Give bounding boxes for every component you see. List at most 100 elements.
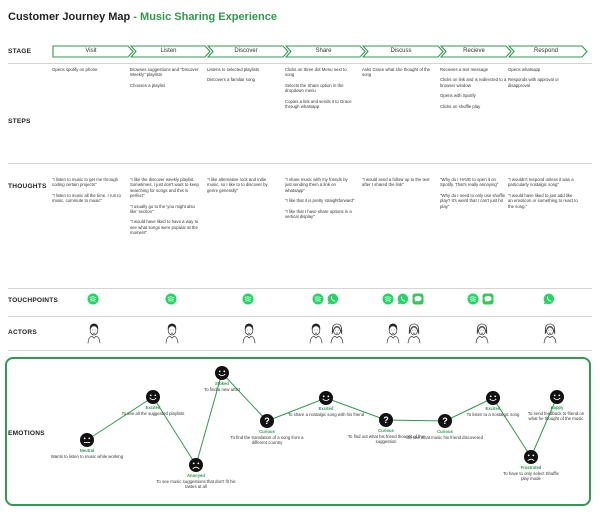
touchpoint-cell [165,293,180,305]
steps-cell: Opens spotify on phone [52,67,122,77]
emotion-description: To find out what his friend thought of t… [347,434,425,445]
thoughts-text: "I like that it is pretty straightforwar… [285,198,355,204]
stage-arrow [207,45,289,58]
touchpoint-cell [312,293,342,305]
emotion-label: Stoked [215,381,229,386]
male-avatar [165,323,178,344]
stage-recieve: Recieve [440,45,512,58]
emotion-label: Curious [259,429,275,434]
emotion-description: To send feedback to friend on what he th… [527,411,585,422]
emotion-description: To have to only select Shuffle play mode [503,471,559,482]
stage-share: Share [285,45,366,58]
thoughts-cell: "I listen to music to get me through cod… [52,177,122,209]
stage-label: Discuss [390,48,412,54]
stage-discover: Discover [207,45,289,58]
actor-cell [241,322,262,344]
actor-cell [308,322,350,344]
actor-cell [385,322,427,344]
steps-text: Selects the Share option in the dropdown… [285,82,344,94]
touchpoint-cell [382,293,427,305]
thoughts-text: "Why do I need to only use shuffle play?… [440,192,505,209]
stage-label: Discover [234,48,258,54]
thoughts-text: "I usually go to the 'you might also lik… [130,203,195,215]
thoughts-cell: "I like the discover weekly playlist. So… [130,177,200,241]
steps-text: Asks Grace what she thought of the song [362,67,431,78]
row-label-touchpoints: TOUCHPOINTS [8,297,59,304]
row-label-steps: STEPS [8,118,31,125]
spotify-icon [467,293,479,305]
spotify-icon [382,293,393,305]
male-avatar [87,323,100,344]
thoughts-text: "I listen to music to get me through cod… [52,177,119,188]
emotion-label: Frustrated [520,465,542,470]
male-avatar [242,323,255,344]
thoughts-text: "I listen to music all the time. I run t… [52,192,121,204]
steps-cell: Asks Grace what she thought of the song [362,67,432,83]
emotion-label: Annoyed [187,473,205,478]
thoughts-text: "I share music with my friends by just s… [285,177,348,193]
emotion-description: To find a new artist [204,387,240,392]
row-label-thoughts: THOUGHTS [8,183,47,190]
emotion-description: Wants to listen to music while working [50,454,124,459]
title-accent: Music Sharing Experience [140,11,277,23]
emotion-description: To see all the suggested playlists [121,411,185,416]
whatsapp-icon [397,293,408,305]
row-label-actors: ACTORS [8,329,37,336]
steps-text: Discovers a familiar song [207,77,255,83]
thoughts-text: "I wouldn't respond unless it was a part… [508,177,574,188]
steps-text: Opens whatsapp [508,67,541,72]
thoughts-text: "I like the discover weekly playlist. So… [130,177,199,199]
row-label-emotions: EMOTIONS [8,430,45,437]
page-title: Customer Journey Map - Music Sharing Exp… [8,11,277,23]
divider [8,350,592,351]
female-avatar [475,323,488,344]
actor-cell [474,322,495,344]
male-avatar [309,323,323,344]
thoughts-text: "I would have liked to just add like an … [508,192,578,209]
emotion-description: To find the translation of a song from a… [230,435,304,446]
thoughts-text: "Why do I HAVE to open it on Spotify. Th… [440,177,499,188]
stage-arrow [52,45,134,58]
thoughts-cell: "I share music with my friends by just s… [285,177,355,224]
stage-respond: Respond [508,45,588,58]
stage-listen: Listen [130,45,211,58]
imessage-icon [482,293,494,305]
thoughts-cell: "I wouldn't respond unless it was a part… [508,177,578,214]
stage-label: Respond [533,48,559,54]
divider [8,163,592,164]
emotion-label: Curious [378,428,394,433]
actor-cell [164,322,185,344]
thoughts-cell: "I like alternative rock and indie music… [207,177,277,198]
spotify-icon [312,293,324,305]
stage-label: Visit [85,48,97,54]
touchpoint-cell [87,293,102,305]
whatsapp-icon [327,293,339,305]
stage-arrow [362,45,444,58]
female-avatar [330,323,344,344]
spotify-icon [242,293,253,305]
steps-text: Listens to selected playlists [207,67,260,72]
stage-discuss: Discuss [362,45,444,58]
thoughts-text: "I would send a follow up to the text af… [362,177,430,188]
stage-arrow [130,45,211,58]
stage-visit: Visit [52,45,134,58]
stage-label: Share [315,48,332,54]
thoughts-text: "I like that I have share options in a v… [285,208,352,220]
steps-text: Clicks on three dot Menu next to song [285,67,347,78]
steps-text: Chooses a playlist [130,82,165,88]
emotion-description: To listen to a nostalgic song [466,412,520,417]
emotion-label: Happy [550,405,564,410]
emotion-description: To see what music his friend discovered [407,435,483,440]
female-avatar [543,323,556,344]
thoughts-text: "I would have liked to have a way to see… [130,219,199,236]
divider [8,288,592,289]
steps-text: Responds with approval or disapproval [508,77,559,88]
male-avatar [386,323,400,344]
steps-text: Copies a link and sends it to Grace thro… [285,98,352,110]
row-label-stage: STAGE [8,48,32,55]
emotion-label: Excited [485,406,501,411]
female-avatar [407,323,421,344]
steps-text: Clicks on shuffle play [440,103,481,109]
